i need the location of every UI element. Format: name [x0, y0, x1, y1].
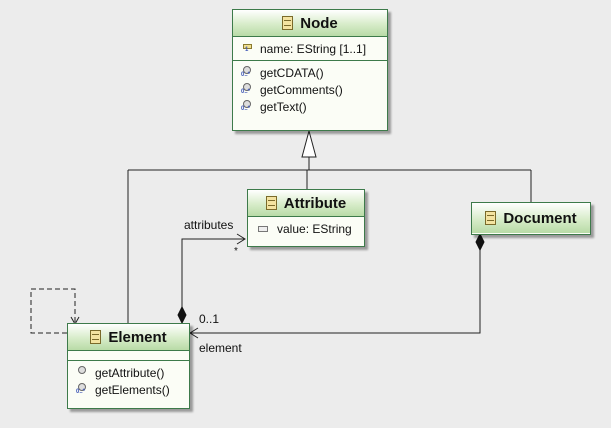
class-node-name: Node — [300, 14, 338, 32]
id-attribute-icon — [243, 44, 252, 53]
class-icon — [485, 211, 497, 225]
class-element[interactable]: Element getAttribute() getElements() — [67, 323, 190, 409]
element-role-label: element — [199, 341, 242, 355]
class-icon — [90, 330, 102, 344]
attribute-label: value: EString — [277, 221, 352, 236]
attributes-association — [181, 233, 246, 307]
generalization-arrowhead — [301, 129, 317, 158]
class-attribute[interactable]: Attribute value: EString — [247, 189, 365, 247]
attribute-icon — [258, 225, 268, 232]
class-document-header[interactable]: Document — [472, 203, 590, 233]
operation-label: getComments() — [260, 82, 343, 97]
class-icon — [282, 16, 294, 30]
class-element-attributes — [68, 351, 189, 361]
operation-icon — [241, 100, 253, 113]
operation-label: getElements() — [95, 382, 170, 397]
attributes-composition-diamond — [177, 305, 187, 325]
operation-label: getText() — [260, 99, 307, 114]
attribute-label: name: EString [1..1] — [260, 41, 367, 56]
operation-label: getAttribute() — [95, 365, 165, 380]
operation-row[interactable]: getAttribute() — [76, 364, 189, 381]
class-icon — [265, 196, 277, 210]
class-node-operations: getCDATA() getComments() getText() — [233, 61, 387, 118]
class-element-name: Element — [108, 328, 167, 346]
attributes-multiplicity-label: * — [234, 246, 238, 257]
element-self-reference — [30, 288, 76, 334]
operation-row[interactable]: getComments() — [241, 81, 387, 98]
operation-icon — [241, 83, 253, 96]
attribute-row[interactable]: value: EString — [256, 220, 364, 237]
class-document-name: Document — [503, 209, 577, 227]
operation-icon — [241, 66, 253, 79]
class-attribute-attributes: value: EString — [248, 217, 364, 240]
class-attribute-header[interactable]: Attribute — [248, 190, 364, 217]
element-multiplicity-label: 0..1 — [199, 312, 220, 326]
element-composition-diamond — [475, 232, 485, 252]
generalization-connector — [127, 157, 532, 323]
class-attribute-name: Attribute — [283, 194, 347, 212]
class-element-operations: getAttribute() getElements() — [68, 361, 189, 401]
attribute-row[interactable]: name: EString [1..1] — [241, 40, 387, 57]
operation-row[interactable]: getCDATA() — [241, 64, 387, 81]
class-node-header[interactable]: Node — [233, 10, 387, 37]
operation-icon — [76, 383, 88, 396]
operation-row[interactable]: getText() — [241, 98, 387, 115]
class-node-attributes: name: EString [1..1] — [233, 37, 387, 61]
class-document[interactable]: Document — [471, 202, 591, 235]
operation-label: getCDATA() — [260, 65, 324, 80]
class-element-header[interactable]: Element — [68, 324, 189, 351]
class-node[interactable]: Node name: EString [1..1] getCDATA() get… — [232, 9, 388, 131]
operation-row[interactable]: getElements() — [76, 381, 189, 398]
operation-icon — [76, 366, 88, 379]
element-association — [189, 250, 481, 339]
attributes-role-label: attributes — [184, 218, 234, 232]
